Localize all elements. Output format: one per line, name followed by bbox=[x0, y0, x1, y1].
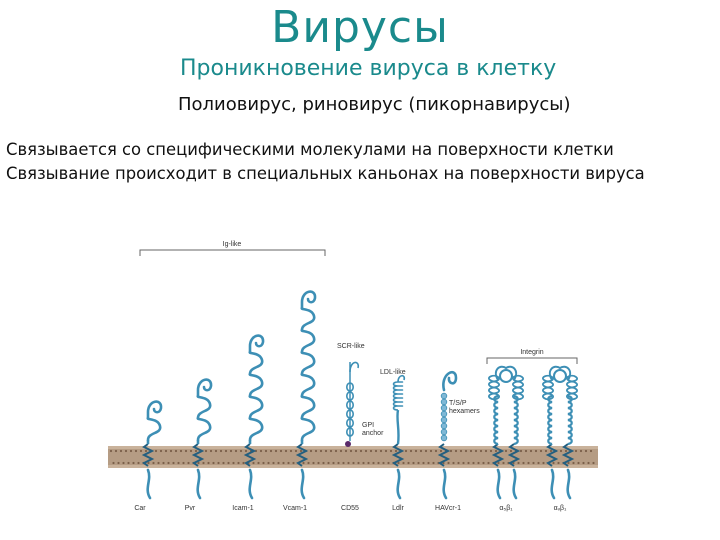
slide-subtitle: Проникновение вируса в клетку bbox=[180, 56, 557, 81]
receptor-label-cd55: CD55 bbox=[341, 505, 359, 512]
receptor-label-avb1: αᵥβ₁ bbox=[554, 505, 567, 512]
virus-family-heading: Полиовирус, риновирус (пикорнавирусы) bbox=[178, 94, 571, 115]
receptor-cd55 bbox=[345, 361, 360, 447]
receptor-label-icam-1: Icam-1 bbox=[232, 505, 254, 512]
ig-like-label: Ig-like bbox=[223, 241, 242, 248]
hexamers-label: hexamers bbox=[449, 408, 480, 415]
text-line-binding: Связывается со специфическими молекулами… bbox=[6, 140, 614, 159]
receptor-icam-1 bbox=[243, 334, 265, 500]
receptor-label-pvr: Pvr bbox=[185, 505, 196, 512]
receptor-label-car: Car bbox=[134, 505, 146, 512]
scr-like-label: SCR-like bbox=[337, 343, 365, 350]
integrin-label: Integrin bbox=[520, 349, 543, 356]
text-line-canyon: Связывание происходит в специальных кань… bbox=[6, 164, 645, 183]
receptor-car bbox=[141, 400, 163, 500]
slide-title: Вирусы bbox=[271, 2, 449, 53]
anchor-label: anchor bbox=[362, 430, 384, 437]
receptor-avb1 bbox=[542, 365, 578, 500]
tsp-label: T/S/P bbox=[449, 400, 467, 407]
ig-like-bracket: Ig-like bbox=[139, 241, 326, 256]
cell-membrane bbox=[108, 446, 598, 468]
receptor-vcam-1 bbox=[295, 290, 317, 500]
receptor-label-a5b1: α₅β₁ bbox=[499, 505, 513, 512]
receptor-labels: Car Pvr Icam-1 Vcam-1 CD55 Ldlr HAVcr-1 … bbox=[134, 505, 567, 512]
receptor-pvr bbox=[191, 378, 213, 500]
gpi-label: GPI bbox=[362, 422, 374, 429]
receptor-havcr-1 bbox=[437, 371, 458, 500]
receptor-a5b1 bbox=[488, 365, 524, 500]
receptor-ldlr bbox=[391, 374, 406, 500]
receptor-label-vcam-1: Vcam-1 bbox=[283, 505, 307, 512]
integrin-bracket: Integrin bbox=[486, 349, 578, 364]
receptor-label-havcr-1: HAVcr-1 bbox=[435, 505, 461, 512]
receptor-label-ldlr: Ldlr bbox=[392, 505, 404, 512]
ldl-like-label: LDL-like bbox=[380, 369, 406, 376]
